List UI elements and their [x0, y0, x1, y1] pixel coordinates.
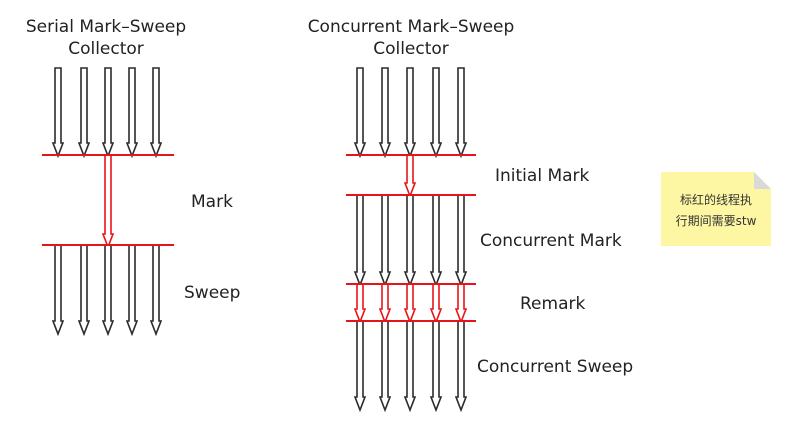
concurrent-mark-thread-arrow — [378, 194, 392, 288]
concurrent-app-thread-arrow — [378, 67, 392, 159]
sticky-note-shape — [661, 172, 771, 246]
serial-app-thread-arrow — [149, 67, 163, 159]
serial-app-thread-arrow — [51, 67, 65, 159]
remark-gc-thread-arrow — [378, 283, 392, 325]
serial-app-thread-arrow — [149, 244, 163, 337]
concurrent-sweep-thread-arrow — [403, 320, 417, 413]
concurrent-mark-thread-arrow — [353, 194, 367, 288]
serial-app-thread-arrow — [101, 67, 115, 159]
serial-title-line2: Collector — [68, 39, 144, 59]
concurrent-app-thread-arrow — [454, 67, 468, 159]
label-concurrent-mark: Concurrent Mark — [480, 231, 622, 251]
label-initial-mark: Initial Mark — [495, 166, 590, 186]
concurrent-mark-thread-arrow — [454, 194, 468, 288]
serial-app-thread-arrow — [101, 244, 115, 337]
label-mark: Mark — [191, 192, 233, 212]
concurrent-app-thread-arrow — [353, 67, 367, 159]
concurrent-app-thread-arrow — [429, 67, 443, 159]
serial-title-line1: Serial Mark–Sweep — [25, 17, 187, 37]
serial-app-thread-arrow — [51, 244, 65, 337]
label-concurrent-sweep: Concurrent Sweep — [477, 357, 634, 377]
concurrent-sweep-thread-arrow — [353, 320, 367, 413]
label-remark: Remark — [520, 294, 586, 314]
remark-gc-thread-arrow — [429, 283, 443, 325]
concurrent-sweep-thread-arrow — [429, 320, 443, 413]
remark-gc-thread-arrow — [454, 283, 468, 325]
serial-app-thread-arrow — [125, 244, 139, 337]
serial-gc-thread-arrow — [101, 154, 115, 250]
sticky-note-line2: 行期间需要stw — [675, 214, 757, 228]
remark-gc-thread-arrow — [403, 283, 417, 325]
serial-title: Serial Mark–Sweep Collector — [16, 16, 196, 60]
concurrent-title-line1: Concurrent Mark–Sweep — [307, 17, 515, 37]
remark-gc-thread-arrow — [353, 283, 367, 325]
concurrent-sweep-thread-arrow — [378, 320, 392, 413]
sticky-note: 标红的线程执 行期间需要stw — [661, 172, 771, 246]
initial-mark-gc-thread-arrow — [403, 154, 417, 199]
concurrent-sweep-thread-arrow — [454, 320, 468, 413]
concurrent-app-thread-arrow — [403, 67, 417, 159]
sticky-note-text: 标红的线程执 行期间需要stw — [661, 190, 771, 232]
label-sweep: Sweep — [184, 283, 241, 303]
serial-app-thread-arrow — [77, 244, 91, 337]
concurrent-mark-thread-arrow — [403, 194, 417, 288]
sticky-note-line1: 标红的线程执 — [679, 193, 752, 207]
concurrent-mark-thread-arrow — [429, 194, 443, 288]
serial-app-thread-arrow — [125, 67, 139, 159]
concurrent-title-line2: Collector — [373, 39, 449, 59]
serial-app-thread-arrow — [77, 67, 91, 159]
concurrent-title: Concurrent Mark–Sweep Collector — [296, 16, 526, 60]
